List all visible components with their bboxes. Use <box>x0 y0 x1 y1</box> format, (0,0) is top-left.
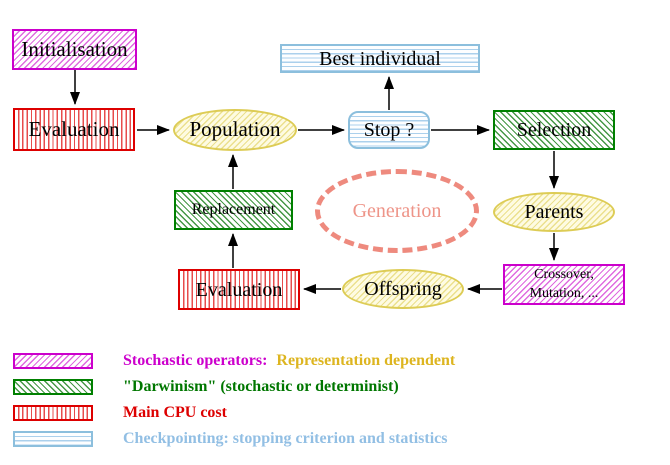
legend-row-stochastic: Stochastic operators: Representation depe… <box>13 352 455 370</box>
node-stop-label: Stop ? <box>363 119 415 141</box>
node-offspring: Offspring <box>342 269 464 309</box>
node-generation-label: Generation <box>352 200 442 222</box>
node-replacement: Replacement <box>174 190 293 230</box>
node-parents-label: Parents <box>524 201 584 223</box>
node-initialisation: Initialisation <box>12 29 137 70</box>
node-best-individual: Best individual <box>280 44 480 73</box>
node-generation: Generation <box>315 169 479 253</box>
legend-darwinism-label: "Darwinism" (stochastic or determinist) <box>123 378 399 395</box>
node-initialisation-label: Initialisation <box>21 36 128 61</box>
legend-checkpointing-label: Checkpointing: stopping criterion and st… <box>123 430 448 447</box>
node-evaluation-bottom: Evaluation <box>178 269 300 310</box>
red-vertical-stripes-swatch-icon <box>13 405 93 421</box>
legend-stochastic-label: Stochastic operators: <box>123 352 268 369</box>
node-evaluation-top-label: Evaluation <box>28 116 120 141</box>
node-stop: Stop ? <box>348 111 430 149</box>
node-mutation-label: Mutation, ... <box>529 285 599 301</box>
node-population-label: Population <box>189 117 281 142</box>
cyan-horizontal-lines-swatch-icon <box>13 431 93 447</box>
legend-row-cpu-cost: Main CPU cost <box>13 404 227 422</box>
legend-cpu-cost-label: Main CPU cost <box>123 404 227 421</box>
node-replacement-label: Replacement <box>191 201 276 219</box>
node-selection-label: Selection <box>516 119 592 141</box>
node-population: Population <box>173 109 297 151</box>
magenta-diagonal-hatch-swatch-icon <box>13 353 93 369</box>
node-evaluation-top: Evaluation <box>13 108 135 151</box>
green-diagonal-hatch-swatch-icon <box>13 379 93 395</box>
node-selection: Selection <box>493 110 615 150</box>
node-crossover-mutation: Crossover, Mutation, ... <box>503 264 625 305</box>
legend-text-stochastic: Stochastic operators: Representation depe… <box>123 352 455 370</box>
legend-row-darwinism: "Darwinism" (stochastic or determinist) <box>13 378 399 396</box>
legend-row-checkpointing: Checkpointing: stopping criterion and st… <box>13 430 447 448</box>
node-crossover-label: Crossover, <box>534 267 594 283</box>
legend-representation-label: Representation dependent <box>276 352 456 369</box>
node-best-individual-label: Best individual <box>319 47 441 70</box>
node-offspring-label: Offspring <box>364 278 442 300</box>
node-evaluation-bottom-label: Evaluation <box>195 278 283 301</box>
node-parents: Parents <box>493 192 615 232</box>
